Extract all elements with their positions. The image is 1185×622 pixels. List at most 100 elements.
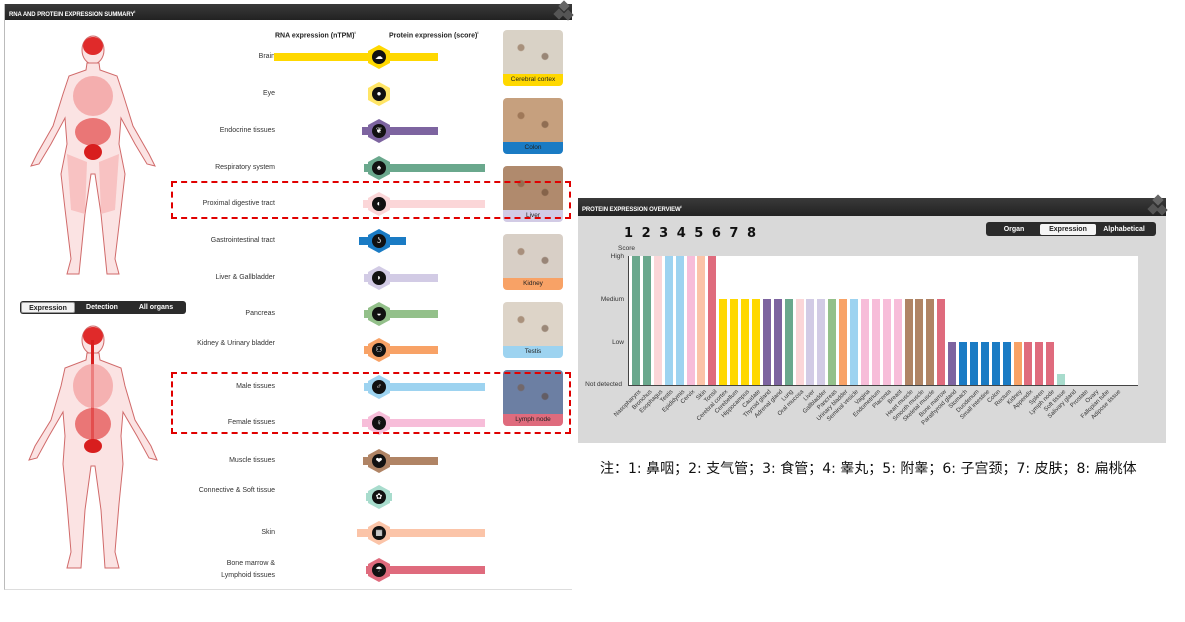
toggle-expression[interactable]: Expression (21, 302, 75, 313)
female-body-figure[interactable] (25, 34, 160, 279)
tissue-label[interactable]: Bone marrow & Lymphoid tissues (221, 560, 275, 579)
tissue-row[interactable]: Liver & Gallbladder ◗ (5, 263, 573, 293)
tissue-row[interactable]: Male tissues♂ (5, 372, 573, 402)
chart-bar[interactable] (817, 299, 826, 385)
chart-bar[interactable] (937, 299, 946, 385)
rna-expression-bar[interactable] (364, 164, 369, 172)
chart-bar[interactable] (1002, 342, 1011, 385)
chart-bar[interactable] (948, 342, 957, 385)
rna-expression-bar[interactable] (362, 127, 369, 135)
chart-bar[interactable] (1024, 342, 1033, 385)
protein-expression-bar[interactable] (390, 383, 485, 391)
chart-bar[interactable] (959, 342, 967, 385)
toggle-detection[interactable]: Detection (86, 304, 118, 311)
chart-bar[interactable] (719, 299, 728, 385)
chart-bar[interactable] (795, 299, 804, 385)
protein-expression-bar[interactable] (390, 53, 438, 61)
protein-expression-bar[interactable] (390, 310, 438, 318)
kidney-icon[interactable]: ⚇ (368, 338, 390, 362)
rna-expression-bar[interactable] (364, 274, 369, 282)
chart-bar[interactable] (675, 256, 684, 385)
chart-bar[interactable] (708, 256, 717, 385)
tissue-row[interactable]: Pancreas ◒ (5, 299, 573, 329)
tissue-label[interactable]: Skin (261, 529, 275, 536)
chart-bar[interactable] (839, 299, 848, 385)
rna-expression-bar[interactable] (274, 53, 369, 61)
tissue-thumbnail[interactable]: Liver (503, 166, 563, 222)
chart-bar[interactable] (904, 299, 913, 385)
chart-bar[interactable] (664, 256, 673, 385)
chart-bar[interactable] (969, 342, 978, 385)
chart-bar[interactable] (1057, 374, 1066, 385)
chart-bar[interactable] (642, 256, 651, 385)
skin-icon[interactable]: ▦ (368, 521, 390, 545)
rna-expression-bar[interactable] (363, 457, 369, 465)
tissue-thumbnail[interactable]: Kidney (503, 234, 563, 290)
info-mark[interactable]: i (680, 204, 682, 209)
eye-icon[interactable]: ● (368, 82, 390, 106)
chart-bar[interactable] (1046, 342, 1055, 385)
chart-bar[interactable] (915, 299, 924, 385)
tissue-row[interactable]: Eye ● (5, 79, 573, 109)
rna-expression-bar[interactable] (364, 383, 369, 391)
rna-expression-bar[interactable] (359, 237, 369, 245)
tissue-row[interactable]: Brain ☁ (5, 42, 573, 72)
protein-expression-bar[interactable] (390, 127, 438, 135)
brain-icon[interactable]: ☁ (368, 45, 390, 69)
sort-organ[interactable]: Organ (1003, 225, 1025, 233)
chart-bar[interactable] (741, 299, 749, 385)
rna-expression-bar[interactable] (357, 529, 369, 537)
chart-bar[interactable] (828, 299, 837, 385)
chart-bar[interactable] (697, 256, 706, 385)
rna-expression-bar[interactable] (362, 419, 369, 427)
toggle-all-organs[interactable]: All organs (138, 304, 174, 311)
rna-expression-bar[interactable] (366, 566, 369, 574)
chart-bar[interactable] (773, 299, 782, 385)
tissue-label[interactable]: Liver & Gallbladder (215, 274, 275, 281)
thyroid-icon[interactable]: ❦ (368, 119, 390, 143)
chart-bar[interactable] (751, 299, 760, 385)
tissue-row[interactable]: Muscle tissues❤ (5, 446, 573, 476)
protein-expression-bar[interactable] (390, 237, 406, 245)
rna-expression-bar[interactable] (366, 493, 369, 501)
sort-expression[interactable]: Expression (1040, 223, 1096, 235)
male-body-figure[interactable] (25, 324, 160, 574)
chart-bar[interactable] (850, 299, 858, 385)
rna-expression-bar[interactable] (363, 200, 369, 208)
protein-expression-bar[interactable] (390, 419, 485, 427)
sort-alphabetical[interactable]: Alphabetical (1103, 225, 1145, 233)
stomach-icon[interactable]: ʖ (368, 229, 390, 253)
info-mark[interactable]: i (134, 9, 136, 14)
male-icon[interactable]: ♂ (368, 375, 390, 399)
protein-expression-bar[interactable] (390, 493, 392, 501)
tissue-label[interactable]: Kidney & Urinary bladder (197, 340, 275, 347)
chart-bar[interactable] (980, 342, 989, 385)
pancreas-icon[interactable]: ◒ (368, 302, 390, 326)
tissue-label[interactable]: Brain (258, 53, 275, 60)
tissue-label[interactable]: Pancreas (245, 310, 275, 317)
tissue-label[interactable]: Respiratory system (215, 164, 275, 171)
liver-icon[interactable]: ◗ (368, 266, 390, 290)
tissue-label[interactable]: Muscle tissues (229, 457, 275, 464)
tissue-label[interactable]: Proximal digestive tract (202, 200, 275, 207)
tissue-label[interactable]: Eye (262, 90, 275, 97)
chart-bar[interactable] (1035, 342, 1044, 385)
chart-bar[interactable] (653, 256, 662, 385)
chart-bar[interactable] (762, 299, 771, 385)
protein-expression-bar[interactable] (390, 566, 485, 574)
tissue-thumbnail[interactable]: Testis (503, 302, 563, 358)
tissue-label[interactable]: Female tissues (227, 419, 275, 426)
chart-bar[interactable] (893, 299, 902, 385)
chart-bar[interactable] (806, 299, 815, 385)
lymphoid-icon[interactable]: ☂ (368, 558, 390, 582)
chart-bar[interactable] (730, 299, 739, 385)
tissue-row[interactable]: Endocrine tissues❦ (5, 116, 573, 146)
protein-expression-bar[interactable] (390, 346, 438, 354)
tissue-label[interactable]: Gastrointestinal tract (210, 237, 275, 244)
protein-expression-bar[interactable] (390, 529, 485, 537)
tissue-row[interactable]: Gastrointestinal tract ʖ (5, 226, 573, 256)
chart-bar[interactable] (686, 256, 695, 385)
chart-bar[interactable] (882, 299, 891, 385)
chart-bar[interactable] (871, 299, 880, 385)
chart-bar[interactable] (784, 299, 793, 385)
